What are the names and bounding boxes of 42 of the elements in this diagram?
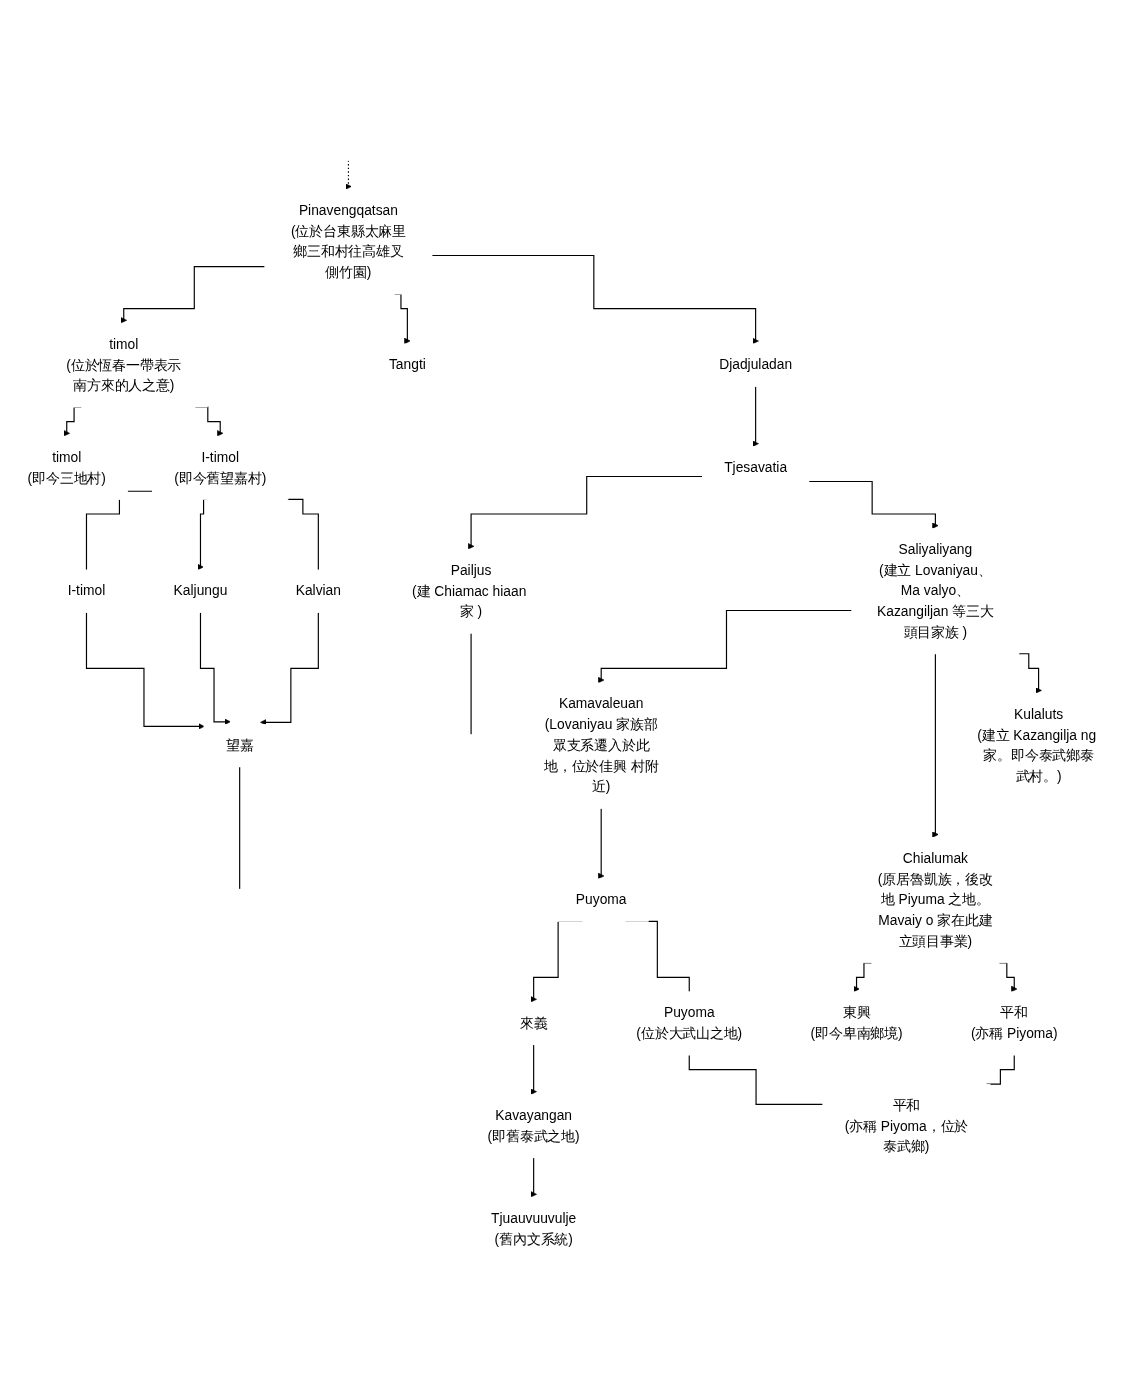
node-text: Kulaluts (建立 Kazangilja ng 家。即今泰武鄉泰武村。): [977, 706, 1097, 784]
node-text: Tjesavatia: [724, 459, 788, 475]
node-text: Tangti: [388, 356, 426, 373]
node-text: I-timol (即今舊望嘉村): [174, 449, 267, 486]
arrow: [530, 1157, 537, 1198]
arrow: [1018, 653, 1042, 694]
node-text: Kavayangan (即舊泰武之地): [487, 1107, 580, 1144]
connector: [85, 490, 153, 571]
node-text: Puyoma (位於大武山之地): [636, 1004, 743, 1041]
node-text: 望嘉: [225, 737, 254, 753]
arrow: [467, 475, 703, 550]
node-text: Pinavengqatsan (位於台東縣太麻里鄉三和村往高雄叉側竹園): [290, 202, 406, 280]
node-text: Kaljungu: [173, 583, 228, 599]
node-text: 來義: [519, 1015, 548, 1031]
arrow: [431, 254, 759, 345]
arrow: [85, 611, 205, 730]
node-text: 東興 (即今卑南鄉境): [810, 1004, 903, 1041]
arrow: [598, 807, 605, 880]
arrow: [260, 611, 319, 726]
node-text: timol (位於恆春一帶表示南方來的人之意): [66, 336, 182, 393]
node-text: Tjuauvuuvulje (舊內文系統): [491, 1210, 577, 1247]
node-text: Chialumak (原居魯凱族，後改地 Piyuma 之地。Mavaiy o 家在此建立頭目事業): [877, 850, 993, 949]
connector: [286, 498, 319, 571]
arrow: [530, 1044, 537, 1095]
arrow: [932, 653, 939, 838]
node-text: Kamavaleuan (Lovaniyau 家族部眾支系遷入於此地，位於佳興 村附近): [544, 696, 659, 795]
node-text: 平和 (亦稱 Piyoma，位於泰武鄉): [844, 1097, 969, 1154]
arrow: [752, 385, 759, 447]
node-text: I-timol: [67, 583, 106, 599]
arrow: [808, 480, 939, 529]
arrow: [199, 611, 231, 725]
node-text: timol (即今三地村): [27, 449, 106, 486]
node-text: Saliyaliyang (建立 Lovaniyau、Ma valyo、Kazangiljan 等三大頭目家族 ): [877, 541, 994, 640]
node-text: Djadjuladan: [719, 356, 793, 373]
connector: [688, 1054, 824, 1105]
arrow: [120, 266, 266, 324]
connector: [470, 632, 472, 736]
node-text: 平和 (亦稱 Piyoma): [970, 1004, 1058, 1041]
connector: [239, 766, 241, 890]
node-text: Kalvian: [295, 583, 341, 599]
arrow: [598, 609, 853, 684]
node-text: Pailjus (建 Chiamac hiaan 家 ): [411, 562, 527, 619]
